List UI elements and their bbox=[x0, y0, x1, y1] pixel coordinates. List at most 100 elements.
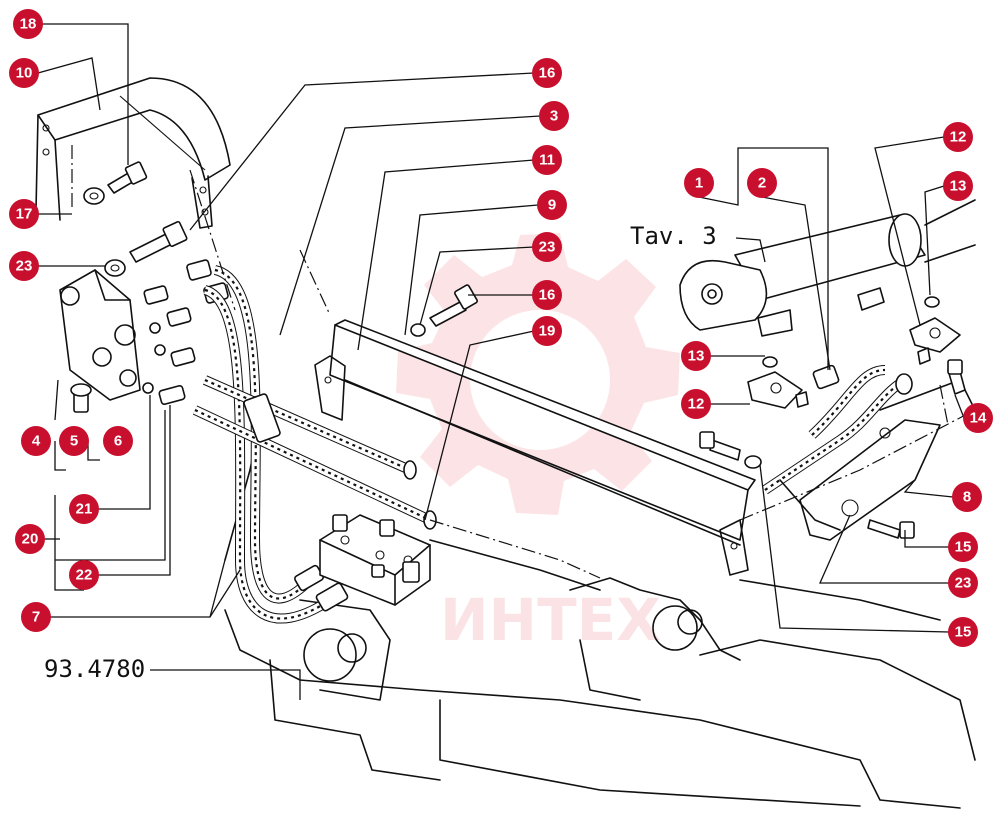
bar-fasteners bbox=[410, 284, 762, 469]
support-bar bbox=[314, 319, 756, 576]
callout-circle bbox=[943, 171, 973, 201]
callout-23: 23 bbox=[532, 232, 562, 262]
callout-15: 15 bbox=[948, 532, 978, 562]
callout-12: 12 bbox=[681, 389, 711, 419]
callout-circle bbox=[747, 168, 777, 198]
callout-circle bbox=[9, 251, 39, 281]
callout-2: 2 bbox=[747, 168, 777, 198]
callout-label: 1 bbox=[695, 175, 703, 192]
callout-17: 17 bbox=[9, 199, 39, 229]
callout-22: 22 bbox=[69, 560, 99, 590]
callout-circle bbox=[69, 494, 99, 524]
callout-label: 12 bbox=[688, 396, 705, 413]
callout-circle bbox=[948, 532, 978, 562]
callout-label: 19 bbox=[539, 323, 556, 340]
callout-circle bbox=[684, 168, 714, 198]
callout-label: 4 bbox=[32, 433, 41, 450]
leader-lines bbox=[37, 23, 965, 700]
hoses bbox=[203, 265, 349, 624]
callout-label: 2 bbox=[758, 175, 766, 192]
callout-circle bbox=[532, 58, 562, 88]
callout-circle bbox=[532, 280, 562, 310]
centerlines bbox=[71, 145, 976, 579]
callout-19: 19 bbox=[532, 316, 562, 346]
callout-11: 11 bbox=[532, 145, 562, 175]
callout-label: 16 bbox=[539, 287, 556, 304]
callout-label: 9 bbox=[548, 197, 556, 214]
reference-label: Tav. 3 bbox=[630, 222, 717, 250]
callout-13: 13 bbox=[681, 341, 711, 371]
callout-label: 20 bbox=[22, 531, 39, 548]
callout-circle bbox=[948, 617, 978, 647]
callout-label: 23 bbox=[16, 258, 33, 275]
callout-label: 16 bbox=[539, 65, 556, 82]
callout-circle bbox=[532, 316, 562, 346]
callout-label: 15 bbox=[955, 624, 972, 641]
left-fasteners bbox=[83, 161, 188, 277]
callout-label: 18 bbox=[20, 16, 37, 33]
callout-12: 12 bbox=[943, 122, 973, 152]
callout-circle bbox=[537, 190, 567, 220]
pipe-bundle bbox=[192, 375, 437, 530]
callout-circle bbox=[963, 403, 993, 433]
callout-label: 17 bbox=[16, 206, 33, 223]
callout-10: 10 bbox=[9, 58, 39, 88]
callout-label: 13 bbox=[688, 348, 705, 365]
tractor-frame bbox=[224, 379, 981, 809]
callout-circle bbox=[681, 389, 711, 419]
callout-15: 15 bbox=[948, 617, 978, 647]
callout-13: 13 bbox=[943, 171, 973, 201]
callout-circle bbox=[539, 101, 569, 131]
callout-circle bbox=[13, 9, 43, 39]
callout-label: 23 bbox=[539, 239, 556, 256]
callout-20: 20 bbox=[15, 524, 45, 554]
callout-label: 21 bbox=[76, 501, 93, 518]
callout-8: 8 bbox=[952, 482, 982, 512]
callout-label: 13 bbox=[950, 178, 967, 195]
callout-label: 11 bbox=[539, 152, 555, 169]
callout-21: 21 bbox=[69, 494, 99, 524]
callout-circle bbox=[9, 58, 39, 88]
flange-block bbox=[319, 514, 431, 606]
right-hose-bracket bbox=[762, 359, 966, 541]
callout-circle bbox=[681, 341, 711, 371]
cylinder-assembly bbox=[679, 199, 976, 337]
callout-circle bbox=[948, 568, 978, 598]
callout-6: 6 bbox=[103, 426, 133, 456]
callout-label: 3 bbox=[550, 108, 558, 125]
callout-14: 14 bbox=[963, 403, 993, 433]
callout-label: 5 bbox=[70, 433, 78, 450]
callout-7: 7 bbox=[21, 602, 51, 632]
callout-3: 3 bbox=[539, 101, 569, 131]
callout-circle bbox=[21, 602, 51, 632]
callout-circle bbox=[532, 232, 562, 262]
clamps bbox=[747, 296, 961, 409]
callout-16: 16 bbox=[532, 280, 562, 310]
callout-4: 4 bbox=[21, 426, 51, 456]
callout-circle bbox=[943, 122, 973, 152]
callout-label: 22 bbox=[76, 567, 93, 584]
callout-circle bbox=[59, 426, 89, 456]
callout-1: 1 bbox=[684, 168, 714, 198]
callout-label: 12 bbox=[950, 129, 967, 146]
callout-5: 5 bbox=[59, 426, 89, 456]
callout-circle bbox=[21, 426, 51, 456]
watermark-text: ИНТЕХ bbox=[440, 586, 661, 654]
callout-23: 23 bbox=[948, 568, 978, 598]
valve-bracket bbox=[59, 269, 141, 413]
callout-circle bbox=[103, 426, 133, 456]
callout-circle bbox=[952, 482, 982, 512]
callout-16: 16 bbox=[532, 58, 562, 88]
callout-18: 18 bbox=[13, 9, 43, 39]
callout-label: 8 bbox=[963, 489, 971, 506]
callout-label: 10 bbox=[16, 65, 33, 82]
callout-circle bbox=[15, 524, 45, 554]
callout-label: 14 bbox=[970, 410, 987, 427]
callout-label: 23 bbox=[955, 575, 972, 592]
callout-circle bbox=[69, 560, 99, 590]
cover-guard bbox=[35, 77, 231, 229]
callout-label: 15 bbox=[955, 539, 972, 556]
callout-circle bbox=[9, 199, 39, 229]
